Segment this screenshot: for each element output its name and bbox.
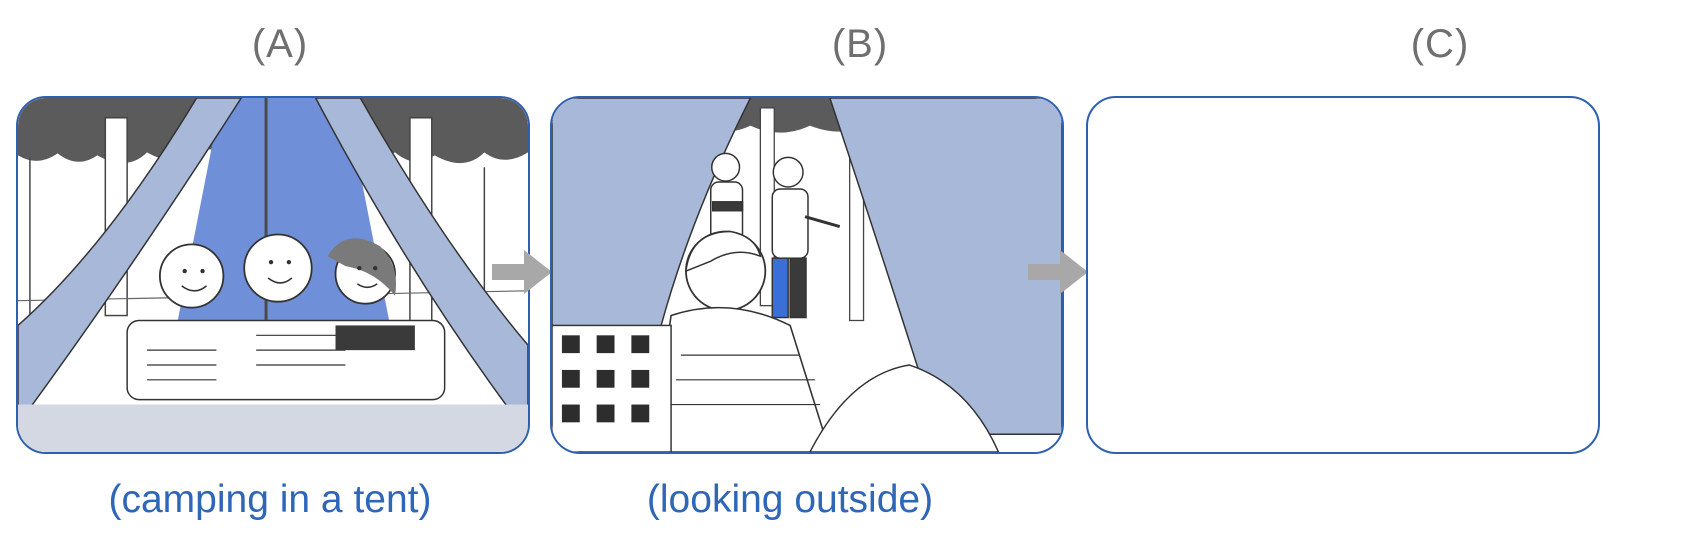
panel-label-a: (A) <box>251 22 309 66</box>
panel-label-b: (B) <box>831 22 889 66</box>
panel-a-illustration <box>16 96 530 454</box>
arrow-right-icon <box>492 250 552 294</box>
arrow-right-icon <box>1028 250 1088 294</box>
caption-a: (camping in a tent) <box>108 478 432 521</box>
panel-c-empty-frame <box>1086 96 1600 454</box>
caption-b: (looking outside) <box>646 478 934 521</box>
panel-label-c: (C) <box>1410 22 1470 66</box>
looking-outside-illustration <box>552 98 1062 452</box>
tent-camping-illustration <box>18 98 528 452</box>
panel-b-illustration <box>550 96 1064 454</box>
